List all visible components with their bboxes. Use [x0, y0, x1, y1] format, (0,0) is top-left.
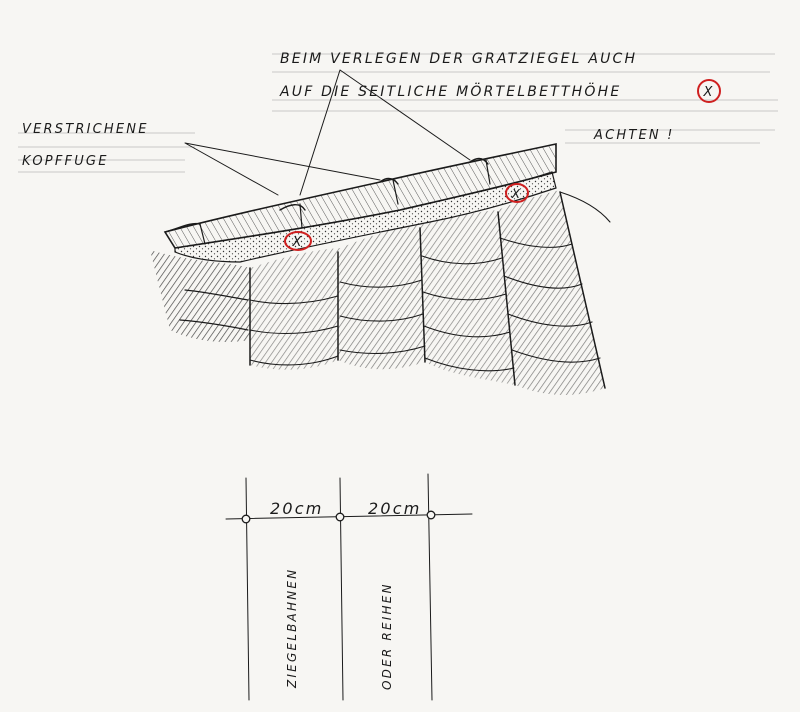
roof-tiles: [249, 190, 611, 396]
spacing-point-3: [426, 510, 436, 520]
note-line-1: BEIM VERLEGEN DER GRATZIEGEL AUCH: [280, 51, 637, 67]
note-marker: X: [702, 85, 714, 100]
spacing-label-1: ZIEGELBAHNEN: [285, 568, 299, 689]
spacing-point-1: [241, 514, 251, 524]
joint-label: VERSTRICHENE KOPFFUGE: [22, 122, 149, 169]
note-line-3: ACHTEN !: [593, 128, 675, 143]
spacing-dim-2: 20cm: [368, 499, 422, 518]
joint-label-line-2: KOPFFUGE: [22, 154, 109, 169]
note-line-2: AUF DIE SEITLICHE MÖRTELBETTHÖHE: [279, 82, 621, 100]
mortar-marker-right-label: X: [511, 187, 522, 201]
ridge-note: BEIM VERLEGEN DER GRATZIEGEL AUCH AUF DI…: [279, 51, 721, 143]
ridge-drawing: [150, 143, 611, 396]
ridge-tiles: [163, 143, 557, 249]
spacing-dim-1: 20cm: [270, 499, 324, 518]
spacing-point-2: [335, 512, 345, 522]
mortar-marker-right: X: [505, 183, 529, 203]
mortar-marker-left: X: [284, 231, 312, 251]
roof-shadow: [150, 250, 250, 342]
joint-label-line-1: VERSTRICHENE: [22, 122, 149, 137]
mortar-marker-left-label: X: [291, 235, 303, 250]
spacing-label-2: ODER REIHEN: [380, 582, 394, 690]
guide-lines: [18, 53, 778, 173]
leader-lines: [184, 69, 471, 196]
spacing-diagram: 20cm 20cm ZIEGELBAHNEN ODER REIHEN: [225, 473, 473, 701]
